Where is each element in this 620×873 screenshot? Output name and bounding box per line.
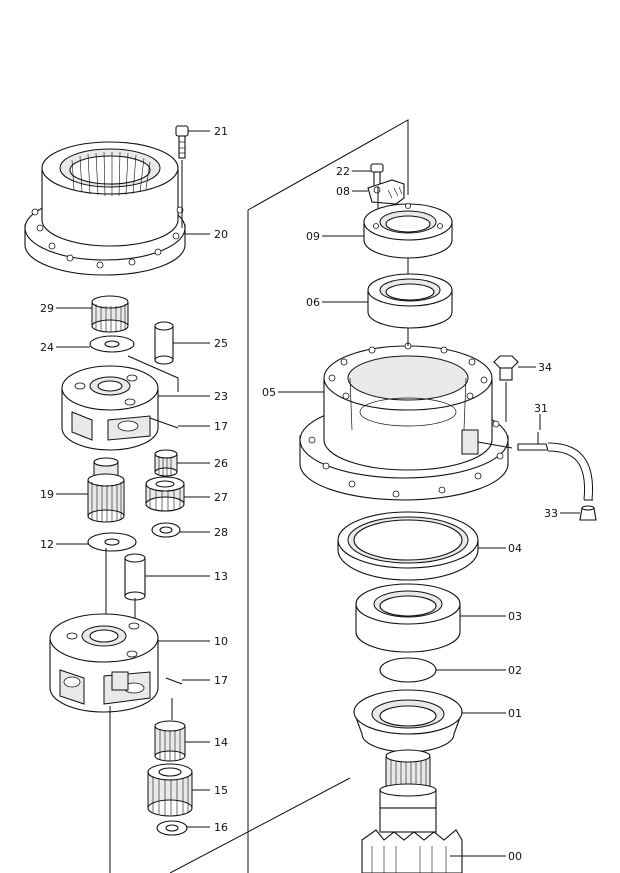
- callout-28: 28: [214, 526, 228, 539]
- callout-13: 13: [214, 570, 228, 583]
- callout-25: 25: [214, 337, 228, 350]
- part-02-ring: [379, 657, 437, 683]
- callout-15: 15: [214, 784, 228, 797]
- callout-34: 34: [538, 361, 552, 374]
- part-16-thrust-plate: [156, 820, 188, 836]
- part-03-bearing: [355, 583, 461, 653]
- part-28-thrust-plate: [151, 522, 181, 538]
- callout-26: 26: [214, 457, 228, 470]
- part-00-shaft: [361, 749, 463, 873]
- callout-04: 04: [508, 542, 522, 555]
- part-24-washer: [89, 335, 135, 353]
- callout-17-lower: 17: [214, 674, 228, 687]
- callout-00: 00: [508, 850, 522, 863]
- callout-08: 08: [336, 185, 350, 198]
- callout-22: 22: [336, 165, 350, 178]
- part-31-pipe: [517, 442, 594, 501]
- callout-16: 16: [214, 821, 228, 834]
- callout-17-upper: 17: [214, 420, 228, 433]
- callout-labels: 21 20 29 25 24 23 17 26 19 27 28 12 13 1…: [40, 125, 558, 863]
- callout-23: 23: [214, 390, 228, 403]
- callout-03: 03: [508, 610, 522, 623]
- callout-19: 19: [40, 488, 54, 501]
- part-04-oil-seal: [337, 511, 479, 581]
- part-15-planet-gear: [147, 763, 193, 817]
- callout-14: 14: [214, 736, 228, 749]
- part-06-bearing: [367, 273, 453, 329]
- callout-20: 20: [214, 228, 228, 241]
- callout-10: 10: [214, 635, 228, 648]
- part-26-needle-bearing: [154, 449, 178, 477]
- callout-31: 31: [534, 402, 548, 415]
- part-22-screw: [370, 163, 384, 187]
- callout-05: 05: [262, 386, 276, 399]
- part-08-lock-plate: [367, 179, 405, 205]
- callout-27: 27: [214, 491, 228, 504]
- part-17-spring-pin: [149, 417, 179, 429]
- part-21-bolt: [175, 125, 189, 159]
- callout-21: 21: [214, 125, 228, 138]
- part-12-washer: [87, 532, 137, 552]
- part-23-carrier: [61, 365, 159, 451]
- callout-33: 33: [544, 507, 558, 520]
- callout-02: 02: [508, 664, 522, 677]
- part-29-gear: [91, 295, 129, 333]
- part-17-spring-pin-lower: [165, 677, 183, 685]
- part-05-housing: [299, 342, 509, 501]
- part-27-planet-gear: [145, 476, 185, 512]
- part-14-needle-bearing: [154, 720, 186, 762]
- callout-29: 29: [40, 302, 54, 315]
- part-09-ring-nut: [363, 203, 453, 259]
- part-20-ring-gear-housing: [24, 141, 186, 276]
- callout-06: 06: [306, 296, 320, 309]
- callout-01: 01: [508, 707, 522, 720]
- part-25-pin: [154, 321, 174, 365]
- callout-09: 09: [306, 230, 320, 243]
- part-34-plug: [493, 355, 519, 381]
- part-13-pin: [124, 553, 146, 601]
- leader-lines: [56, 130, 580, 857]
- part-10-carrier: [49, 613, 159, 713]
- part-19-sun-gear: [87, 457, 125, 523]
- part-01-cover: [353, 689, 463, 753]
- callout-12: 12: [40, 538, 54, 551]
- part-33-plug: [579, 505, 597, 521]
- callout-24: 24: [40, 341, 54, 354]
